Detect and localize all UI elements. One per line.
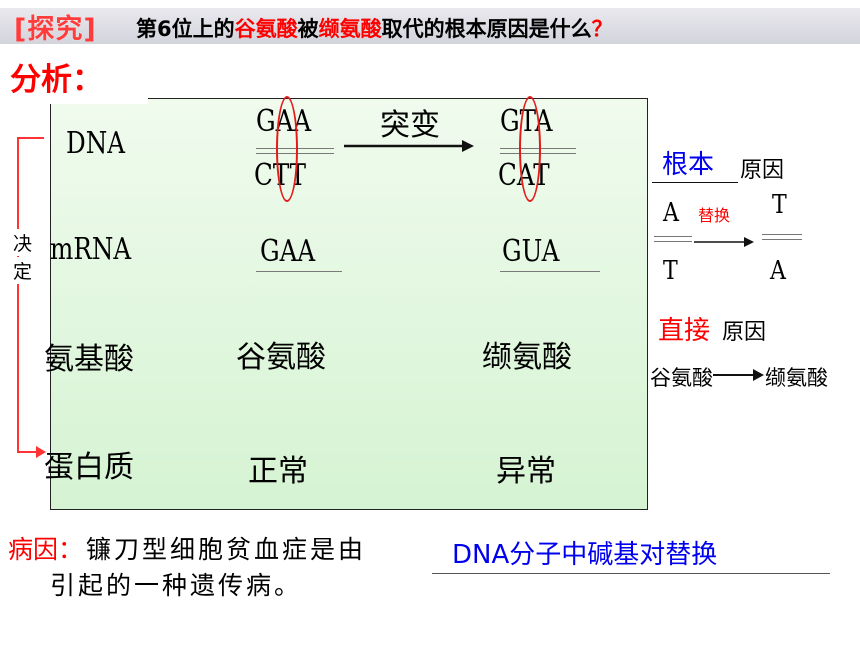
analysis-label: 分析： <box>10 62 103 98</box>
normal-base-circle <box>276 96 298 202</box>
question-part-2: 被 <box>297 17 319 41</box>
mutant-mrna: GUA <box>502 234 560 269</box>
root-cause-blank <box>652 182 738 183</box>
amino-change-arrow <box>713 369 764 381</box>
root-cause-answer: 根本 <box>662 150 715 180</box>
amino-change-from: 谷氨酸 <box>650 366 713 390</box>
normal-amino-acid: 谷氨酸 <box>236 340 326 375</box>
row-label-amino-acid: 氨基酸 <box>44 342 134 377</box>
label-background <box>0 96 148 104</box>
mutant-protein: 异常 <box>496 454 556 489</box>
mutant-mrna-line <box>500 271 600 272</box>
direct-cause-answer: 直接 <box>658 316 711 346</box>
row-label-dna: DNA <box>66 126 126 161</box>
explore-tag: [探究] <box>14 14 97 45</box>
question-part-1: 第6位上的 <box>136 17 235 41</box>
direct-cause-label: 原因 <box>722 320 767 345</box>
decide-label-2: 定 <box>13 257 33 284</box>
analysis-box <box>50 98 648 510</box>
base-a-mutant: A <box>770 256 786 286</box>
decide-label-1: 决 <box>13 229 33 256</box>
mutation-arrow <box>344 140 474 152</box>
mutant-base-circle <box>519 96 541 202</box>
base-pair-lines-original <box>654 236 692 242</box>
substitution-arrow <box>694 237 754 247</box>
substitution-label: 替换 <box>698 206 731 225</box>
question-glutamate: 谷氨酸 <box>234 17 298 41</box>
cause-text-line-1: 镰刀型细胞贫血症是由 <box>86 535 367 564</box>
base-t-mutant: T <box>772 190 787 220</box>
normal-mrna-line <box>256 271 342 272</box>
cause-answer: DNA分子中碱基对替换 <box>452 540 718 570</box>
normal-protein: 正常 <box>248 454 308 489</box>
cause-text-line-2: 引起的一种遗传病。 <box>50 571 303 600</box>
mutant-amino-acid: 缬氨酸 <box>482 340 572 375</box>
base-a-original: A <box>663 198 679 228</box>
decide-bracket <box>17 137 46 458</box>
base-t-original: T <box>663 256 678 286</box>
row-label-mrna: mRNA <box>50 232 132 267</box>
amino-change-to: 缬氨酸 <box>765 366 828 390</box>
question-mark: ？ <box>591 17 613 41</box>
question-text: 第6位上的谷氨酸被缬氨酸取代的根本原因是什么？ <box>136 13 613 43</box>
question-valine: 缬氨酸 <box>318 17 382 41</box>
row-label-protein: 蛋白质 <box>44 450 134 485</box>
root-cause-label: 原因 <box>740 158 785 183</box>
cause-label: 病因： <box>8 535 84 564</box>
title-bar <box>0 8 860 44</box>
cause-answer-blank <box>432 573 830 574</box>
mutation-label: 突变 <box>380 108 440 143</box>
question-part-3: 取代的根本原因是什么 <box>381 17 592 41</box>
base-pair-lines-mutant <box>762 234 802 240</box>
normal-mrna: GAA <box>260 234 316 269</box>
